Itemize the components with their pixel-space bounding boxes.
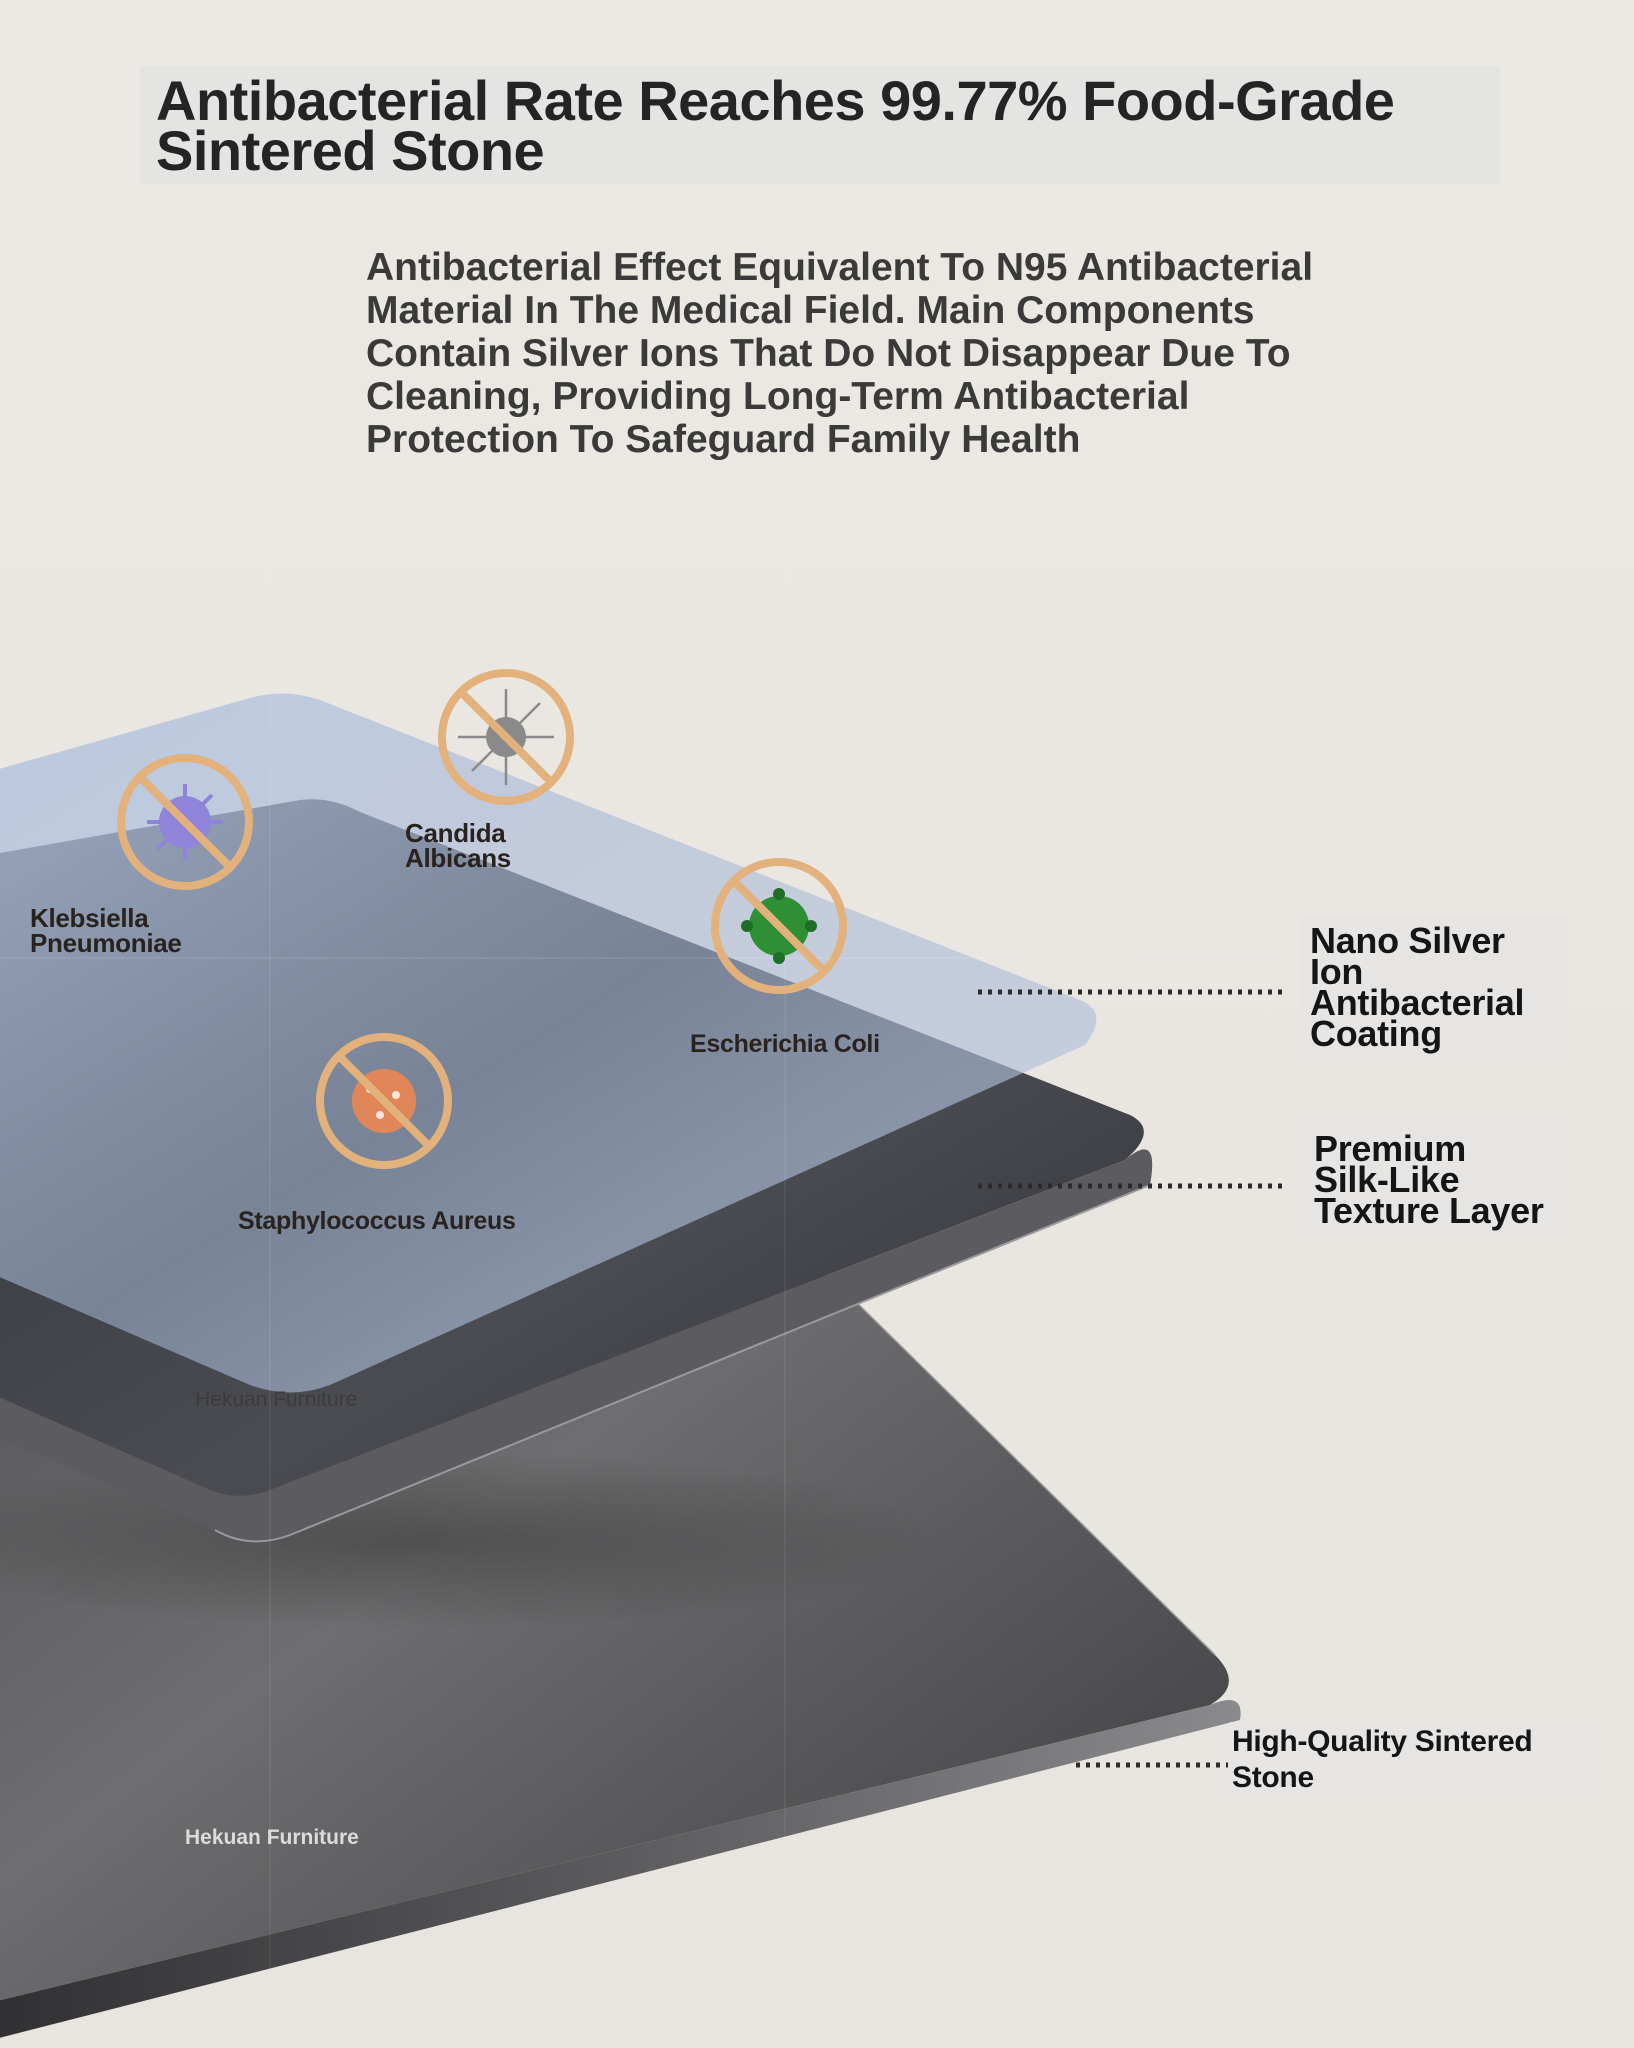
layer-label-line: Ion — [1310, 951, 1364, 992]
bacteria-label-klebsiella: Klebsiella Pneumoniae — [30, 903, 182, 958]
title-line-1: Antibacterial Rate Reaches 99.77% Food-G… — [156, 69, 1395, 132]
layer-label-line: High-Quality Sintered — [1232, 1725, 1533, 1758]
description-text: Antibacterial Effect Equivalent To N95 A… — [356, 240, 1336, 467]
bacteria-name: Staphylococcus Aureus — [238, 1207, 516, 1235]
gray-virus-icon — [438, 669, 574, 805]
description-line: Antibacterial Effect Equivalent To N95 A… — [366, 246, 1314, 289]
layer-label-texture: Premium Silk-Like Texture Layer — [1314, 1128, 1544, 1231]
layer-label-line: Stone — [1232, 1761, 1314, 1794]
purple-virus-icon — [117, 754, 253, 890]
bacteria-name: Escherichia Coli — [690, 1030, 880, 1058]
layer-label-line: Premium — [1314, 1128, 1466, 1169]
layer-label-line: Antibacterial — [1310, 982, 1525, 1023]
layer-label-line: Texture Layer — [1314, 1190, 1544, 1231]
page-title: Antibacterial Rate Reaches 99.77% Food-G… — [140, 66, 1500, 184]
green-virus-icon — [711, 858, 847, 994]
layer-label-stone: High-Quality Sintered Stone — [1232, 1724, 1533, 1796]
bacteria-label-staphylococcus: Staphylococcus Aureus — [238, 1209, 516, 1234]
description-line: Contain Silver Ions That Do Not Disappea… — [366, 332, 1291, 375]
watermark-upper: Hekuan Furniture — [195, 1388, 358, 1411]
layer-label-line: Silk-Like — [1314, 1159, 1460, 1200]
bacteria-name: Albicans — [405, 843, 511, 873]
description-line: Cleaning, Providing Long-Term Antibacter… — [366, 375, 1190, 418]
watermark-lower: Hekuan Furniture — [185, 1826, 359, 1849]
antibacterial-coating-layer — [0, 693, 1097, 1393]
title-line-2: Sintered Stone — [156, 119, 545, 182]
layer-label-line: Coating — [1310, 1013, 1442, 1054]
layer-label-coating: Nano Silver Ion Antibacterial Coating — [1310, 920, 1525, 1054]
orange-virus-icon — [316, 1033, 452, 1169]
bacteria-label-ecoli: Escherichia Coli — [690, 1032, 880, 1057]
bacteria-name: Klebsiella — [30, 903, 149, 933]
layer-label-line: Nano Silver — [1310, 920, 1505, 961]
bacteria-name: Candida — [405, 818, 506, 848]
bacteria-name: Pneumoniae — [30, 928, 182, 958]
description-line: Material In The Medical Field. Main Comp… — [366, 289, 1255, 332]
bacteria-label-candida: Candida Albicans — [405, 818, 511, 873]
description-line: Protection To Safeguard Family Health — [366, 418, 1081, 461]
